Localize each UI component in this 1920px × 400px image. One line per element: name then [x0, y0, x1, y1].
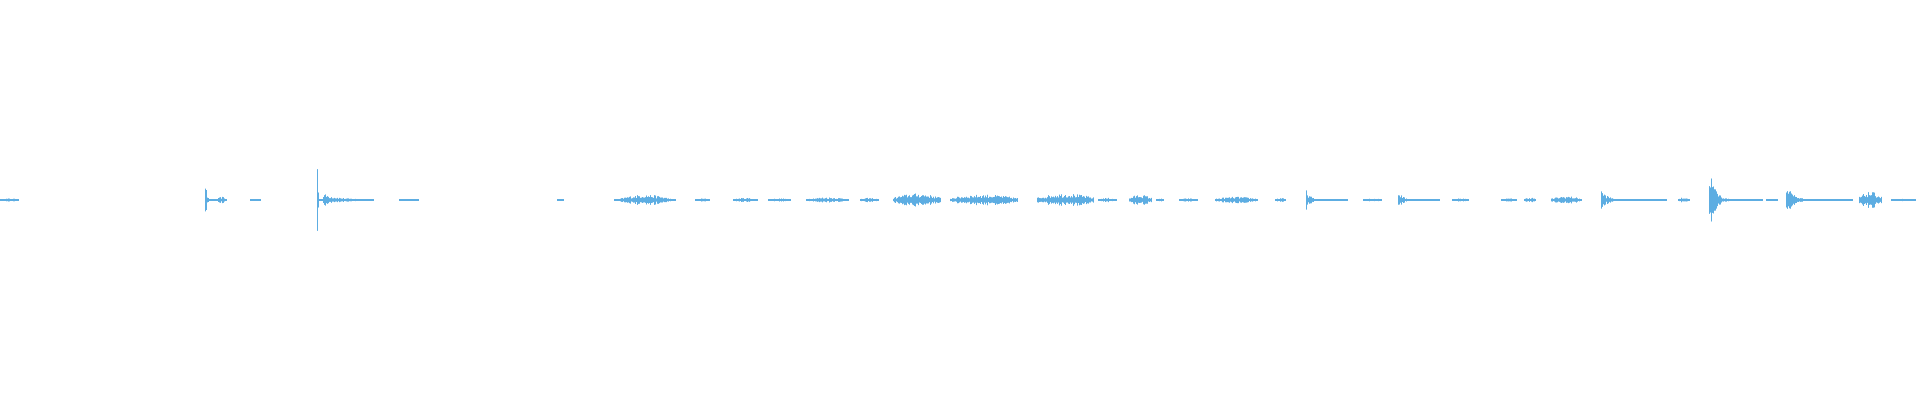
- waveform-segment: [317, 169, 323, 231]
- waveform-bars: [0, 169, 1916, 231]
- waveform-segment: [1363, 198, 1382, 202]
- waveform-segment: [1037, 194, 1094, 206]
- waveform-segment: [1452, 198, 1469, 202]
- waveform-segment: [1891, 198, 1916, 202]
- waveform-segment: [1501, 198, 1517, 202]
- waveform-segment: [1709, 178, 1763, 222]
- waveform-segment: [1098, 197, 1117, 203]
- waveform-segment: [1766, 199, 1778, 201]
- waveform-segment: [1179, 198, 1198, 202]
- waveform-segment: [1786, 191, 1853, 209]
- waveform-segment: [399, 199, 419, 201]
- waveform-segment: [1215, 196, 1258, 204]
- waveform-segment: [860, 197, 879, 203]
- waveform-segment: [205, 188, 217, 212]
- waveform-segment: [695, 198, 710, 202]
- waveform-segment: [1129, 195, 1152, 205]
- waveform-segment: [1551, 196, 1582, 204]
- waveform-segment: [250, 199, 261, 201]
- waveform-segment: [1601, 191, 1667, 209]
- waveform-segment: [768, 198, 791, 202]
- waveform-segment: [806, 197, 849, 203]
- waveform-segment: [557, 198, 564, 202]
- waveform-segment: [950, 194, 1018, 206]
- waveform-segment: [893, 193, 941, 207]
- waveform-segment: [1524, 197, 1536, 203]
- waveform-segment: [1398, 195, 1440, 205]
- waveform-segment: [323, 194, 374, 206]
- waveform-segment: [733, 197, 758, 203]
- waveform-segment: [0, 198, 19, 202]
- waveform-segment: [217, 196, 227, 204]
- waveform-segment: [1859, 192, 1882, 208]
- waveform-segment: [1678, 197, 1690, 203]
- waveform-segment: [1306, 190, 1348, 210]
- waveform-segment: [1156, 198, 1164, 202]
- waveform-segment: [614, 195, 676, 205]
- waveform-segment: [1275, 198, 1286, 202]
